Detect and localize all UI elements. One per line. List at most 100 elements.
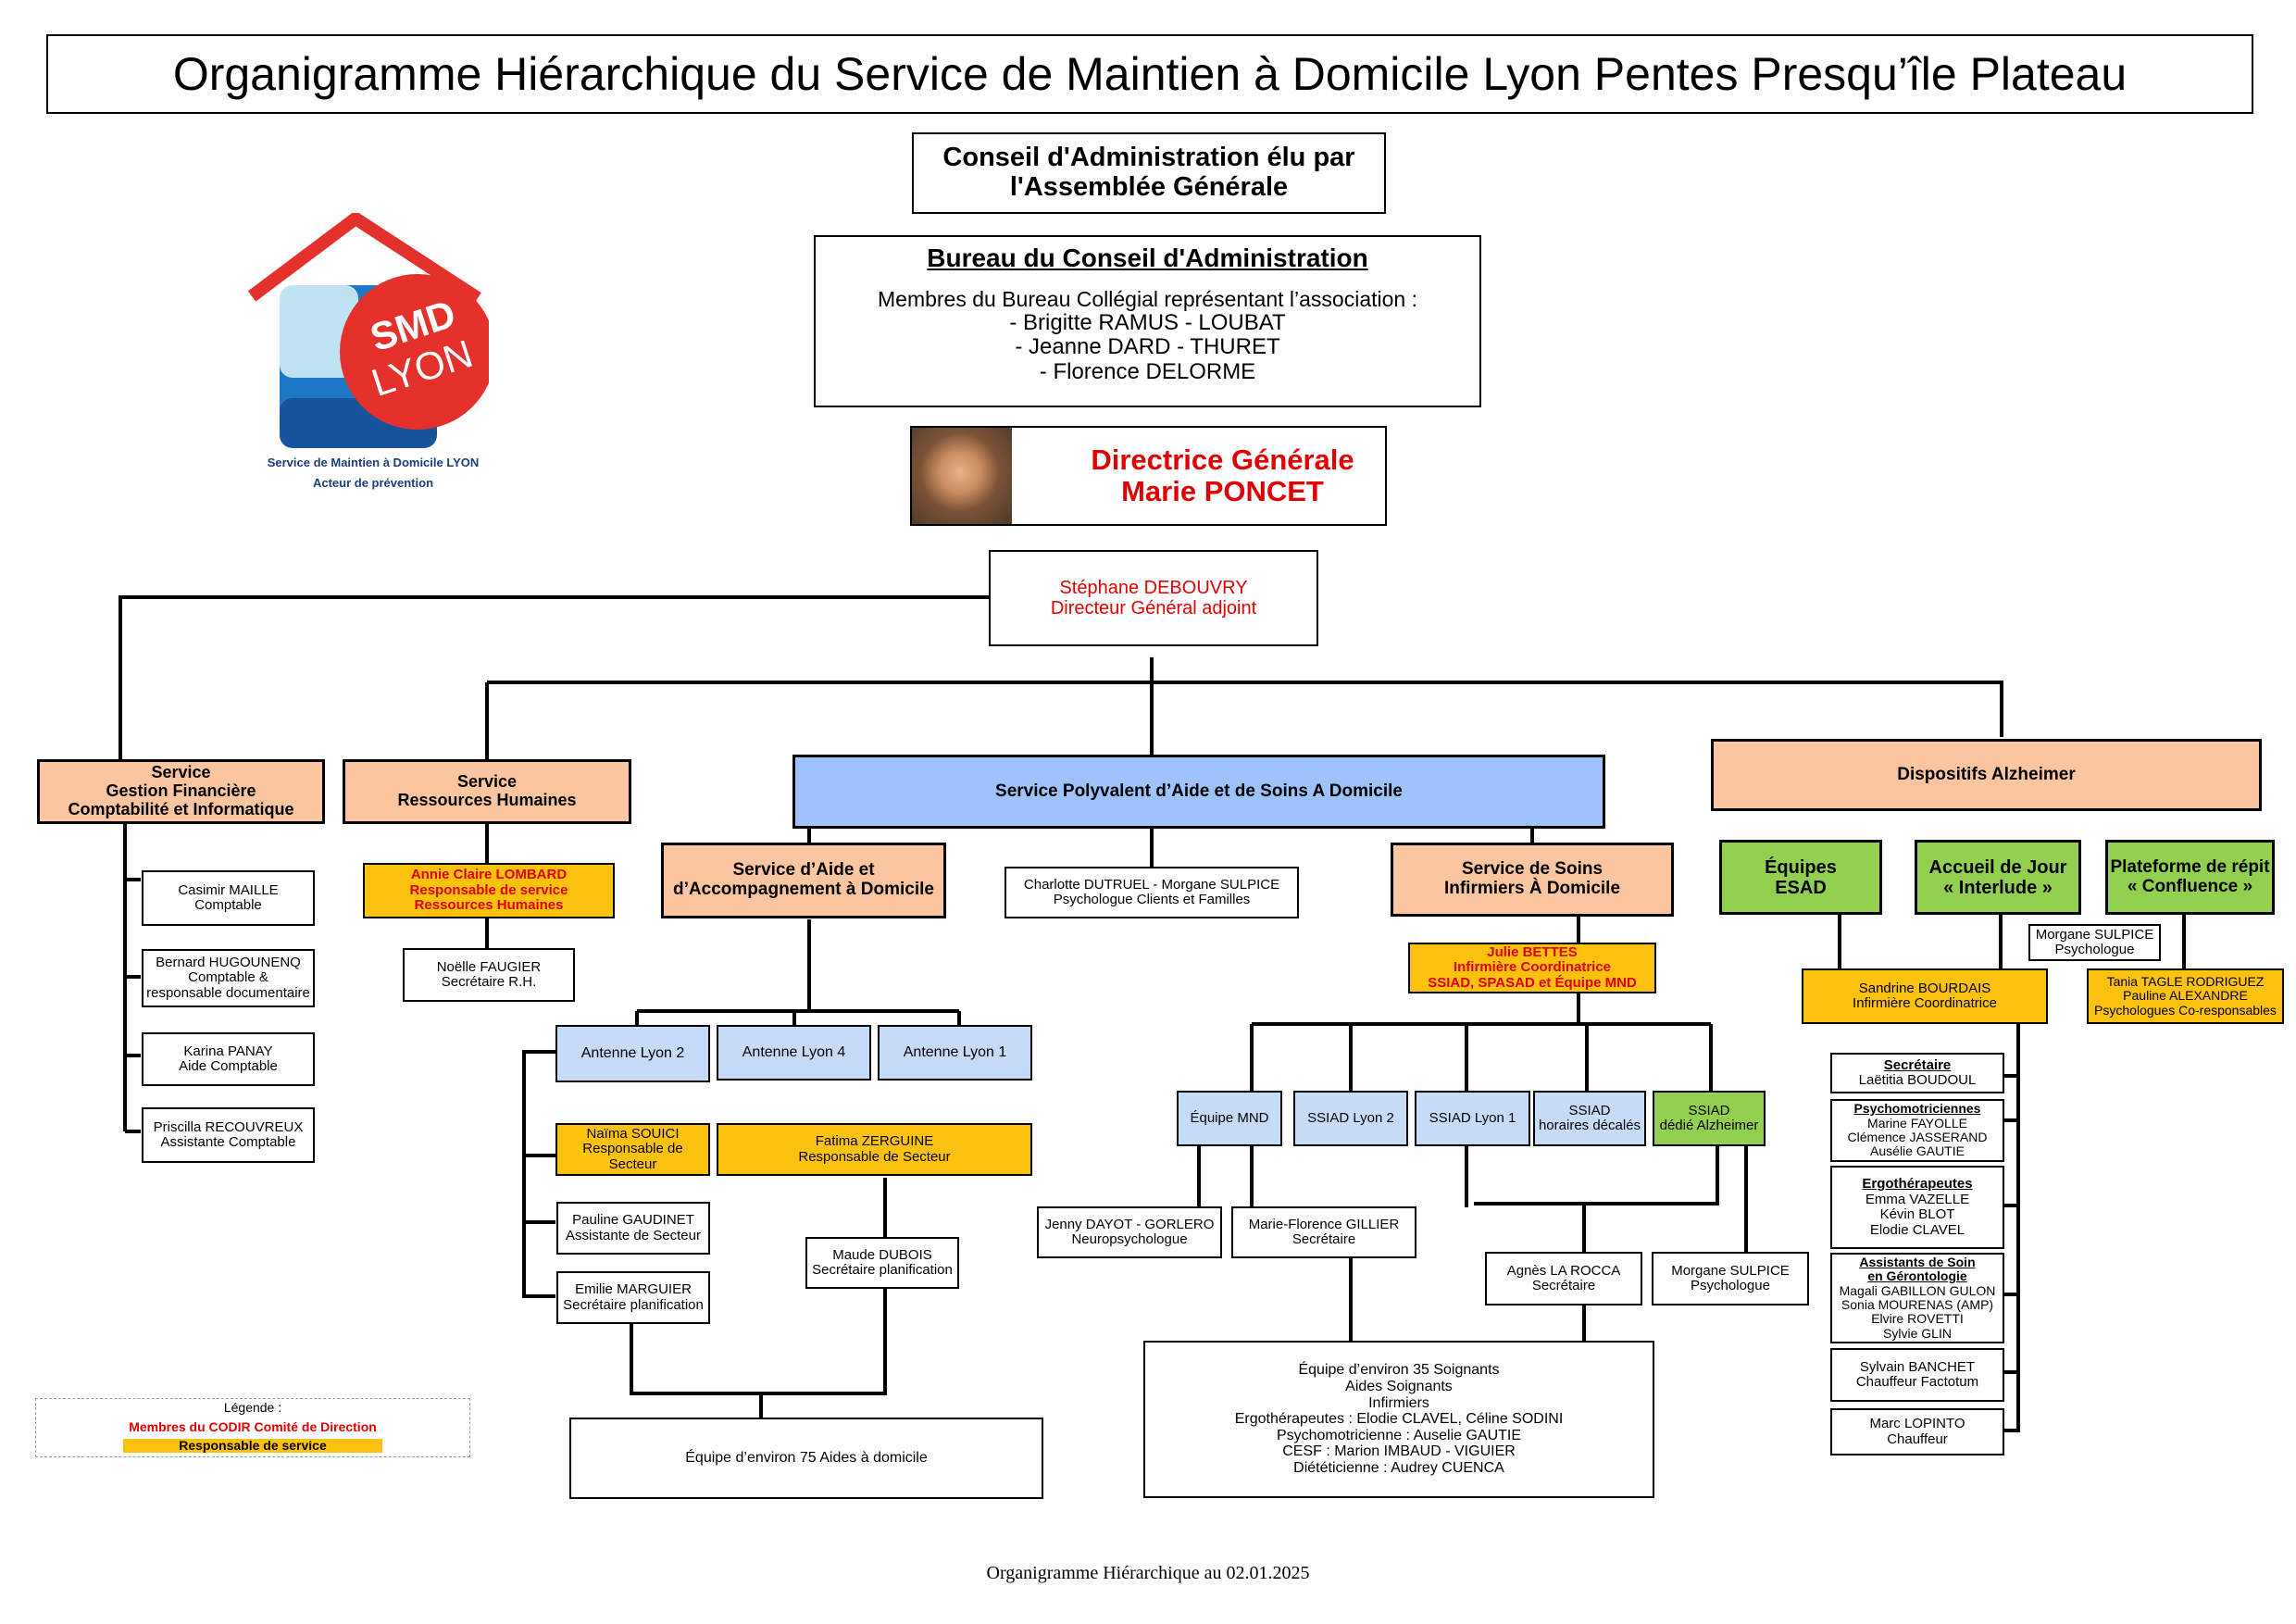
- staff-name: Kévin BLOT: [1879, 1206, 1955, 1222]
- emilie-box: Emilie MARGUIER Secrétaire planification: [556, 1271, 710, 1324]
- ssiad-head-role: Infirmière Coordinatrice: [1453, 959, 1612, 976]
- rh-title: Ressources Humaines: [397, 791, 577, 809]
- saad-title: Service d’Aide et: [732, 860, 875, 881]
- staff-role: Psychologues Co-responsables: [2094, 1002, 2277, 1018]
- page-title-text: Organigramme Hiérarchique du Service de …: [172, 47, 2128, 100]
- jenny-box: Jenny DAYOT - GORLERO Neuropsychologue: [1037, 1206, 1222, 1258]
- alz-title: Dispositifs Alzheimer: [1897, 764, 2076, 784]
- antenne-label: Antenne Lyon 1: [903, 1044, 1007, 1061]
- esad-box: Équipes ESAD: [1719, 840, 1882, 915]
- tania-box: Tania TAGLE RODRIGUEZ Pauline ALEXANDRE …: [2087, 968, 2284, 1024]
- antenne-label: Antenne Lyon 2: [580, 1045, 685, 1062]
- legend-title: Légende :: [223, 1400, 282, 1415]
- ssiad-box: Service de Soins Infirmiers À Domicile: [1391, 843, 1674, 917]
- directeur-adjoint-box: Stéphane DEBOUVRY Directeur Général adjo…: [989, 550, 1318, 646]
- bureau-title: Bureau du Conseil d'Administration: [927, 244, 1368, 272]
- staff-name: Jenny DAYOT - GORLERO: [1044, 1216, 1215, 1232]
- staff-role: Comptable &: [188, 969, 268, 986]
- footer-date: Organigramme Hiérarchique au 02.01.2025: [986, 1563, 1310, 1583]
- alz-staff-psychomot: Psychomotriciennes Marine FAYOLLE Clémen…: [1830, 1099, 2004, 1162]
- staff-group-heading: Psychomotriciennes: [1853, 1101, 1981, 1117]
- staff-name: Ausélie GAUTIE: [1870, 1143, 1965, 1159]
- unit-label: SSIAD: [1568, 1102, 1611, 1118]
- unit-label: Équipe MND: [1190, 1109, 1269, 1126]
- spasad-title: Service Polyvalent d’Aide et de Soins A …: [995, 781, 1403, 801]
- staff-name: Pauline GAUDINET: [572, 1212, 694, 1228]
- ssiad-head-role: SSIAD, SPASAD et Équipe MND: [1428, 974, 1637, 991]
- equipe-line: Psychomotricienne : Auselie GAUTIE: [1276, 1427, 1522, 1443]
- staff-noelle: Noëlle FAUGIER Secrétaire R.H.: [403, 948, 575, 1002]
- house-logo-icon: [247, 212, 495, 448]
- alz-staff-sylvain: Sylvain BANCHET Chauffeur Factotum: [1830, 1348, 2004, 1402]
- staff-name: Agnès LA ROCCA: [1506, 1262, 1621, 1279]
- morgane-alz-box: Morgane SULPICE Psychologue: [2028, 924, 2161, 961]
- staff-karina: Karina PANAY Aide Comptable: [142, 1032, 315, 1086]
- staff-name: Magali GABILLON GULON: [1839, 1282, 1996, 1298]
- legend: Légende : Membres du CODIR Comité de Dir…: [35, 1398, 470, 1457]
- staff-role: Chauffeur Factotum: [1855, 1374, 1979, 1390]
- staff-role: Psychologue: [2054, 942, 2135, 957]
- dga-name: Stéphane DEBOUVRY: [1059, 578, 1248, 598]
- dg-name: Marie PONCET: [1121, 475, 1324, 507]
- antenne-lyon2: Antenne Lyon 2: [555, 1025, 710, 1082]
- staff-role: Secrétaire planification: [812, 1262, 953, 1278]
- rh-head-role: Responsable de service: [409, 881, 568, 898]
- staff-role: Chauffeur: [1887, 1430, 1948, 1447]
- conseil-line-1: Conseil d'Administration élu par: [942, 143, 1355, 173]
- unit-label: horaires décalés: [1538, 1118, 1641, 1133]
- staff-name: Karina PANAY: [183, 1043, 273, 1059]
- bureau-member: - Brigitte RAMUS - LOUBAT: [1009, 310, 1286, 336]
- unit-label: SSIAD Lyon 1: [1429, 1109, 1516, 1126]
- director-photo: [912, 428, 1012, 524]
- saad-equipe-box: Équipe d’environ 75 Aides à domicile: [569, 1418, 1043, 1499]
- accueil-label: Accueil de Jour: [1928, 856, 2067, 878]
- psy-clients-box: Charlotte DUTRUEL - Morgane SULPICE Psyc…: [1004, 867, 1299, 918]
- staff-name: Marine FAYOLLE: [1867, 1115, 1967, 1131]
- staff-role: Secrétaire: [1531, 1278, 1596, 1293]
- psy-role: Psychologue Clients et Familles: [1053, 892, 1251, 907]
- alz-staff-ergo: Ergothérapeutes Emma VAZELLE Kévin BLOT …: [1830, 1166, 2004, 1249]
- unit-label: dédié Alzheimer: [1659, 1118, 1759, 1133]
- logo-tagline-1: Service de Maintien à Domicile LYON: [267, 456, 480, 469]
- staff-name: Sylvie GLIN: [1883, 1325, 1952, 1341]
- staff-group-heading: Assistants de Soin: [1859, 1254, 1976, 1269]
- ssiad-head-name: Julie BETTES: [1487, 943, 1578, 960]
- staff-name: Sylvain BANCHET: [1859, 1358, 1976, 1375]
- page-title: Organigramme Hiérarchique du Service de …: [46, 34, 2253, 114]
- sandrine-box: Sandrine BOURDAIS Infirmière Coordinatri…: [1802, 968, 2048, 1024]
- equipe-line: Aides Soignants: [1345, 1379, 1453, 1395]
- spasad-box: Service Polyvalent d’Aide et de Soins A …: [792, 755, 1605, 829]
- staff-name: Bernard HUGOUNENQ: [156, 954, 301, 970]
- ssiad-equipe-box: Équipe d’environ 35 Soignants Aides Soig…: [1143, 1341, 1654, 1498]
- dg-role: Directrice Générale: [1091, 443, 1354, 476]
- antenne-label: Antenne Lyon 4: [742, 1044, 846, 1061]
- staff-role: responsable documentaire: [146, 984, 310, 1001]
- staff-name: Elodie CLAVEL: [1869, 1221, 1965, 1238]
- gestion-title: Gestion Financière: [106, 781, 256, 801]
- rh-title: Service: [456, 772, 518, 792]
- saad-title: d’Accompagnement à Domicile: [673, 880, 934, 899]
- plateforme-repit-box: Plateforme de répit « Confluence »: [2105, 840, 2275, 915]
- saad-box: Service d’Aide et d’Accompagnement à Dom…: [661, 843, 946, 918]
- psy-names: Charlotte DUTRUEL - Morgane SULPICE: [1023, 876, 1280, 893]
- staff-name: Clémence JASSERAND: [1847, 1130, 1988, 1144]
- staff-role: Responsable de Secteur: [798, 1148, 951, 1165]
- legend-codir: Membres du CODIR Comité de Direction: [129, 1419, 377, 1435]
- staff-role: Responsable de Secteur: [582, 1141, 683, 1172]
- staff-name: Morgane SULPICE: [1671, 1262, 1790, 1279]
- equipe-label: Équipe d’environ 75 Aides à domicile: [685, 1450, 928, 1467]
- alz-staff-marc: Marc LOPINTO Chauffeur: [1830, 1408, 2004, 1455]
- equipe-line: Équipe d’environ 35 Soignants: [1298, 1362, 1500, 1379]
- equipe-line: Diététicienne : Audrey CUENCA: [1293, 1459, 1504, 1476]
- staff-role: Comptable: [194, 897, 262, 913]
- plateforme-label: « Confluence »: [2127, 876, 2253, 896]
- esad-label: Équipes: [1765, 856, 1837, 878]
- staff-group-heading: Ergothérapeutes: [1862, 1176, 1973, 1192]
- staff-name: Morgane SULPICE: [2035, 926, 2154, 943]
- staff-role: Secrétaire: [1292, 1231, 1356, 1247]
- ssiad-title: Infirmiers À Domicile: [1443, 879, 1621, 898]
- plateforme-label: Plateforme de répit: [2110, 856, 2270, 877]
- staff-name: Elvire ROVETTI: [1871, 1311, 1964, 1327]
- ssiad-unit-lyon1: SSIAD Lyon 1: [1415, 1091, 1530, 1146]
